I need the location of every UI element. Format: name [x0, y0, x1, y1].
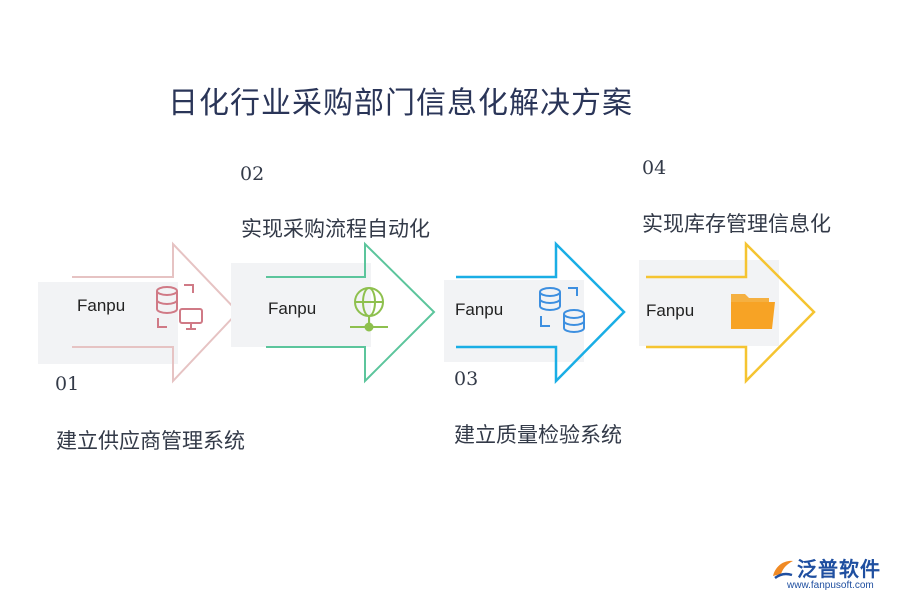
- step-2-number: 02: [240, 163, 265, 185]
- step-2-brand: Fanpu: [268, 299, 317, 318]
- step-1-box: [38, 282, 178, 364]
- page-title: 日化行业采购部门信息化解决方案: [168, 86, 633, 121]
- step-1-label: 建立供应商管理系统: [56, 429, 245, 453]
- step-4-number: 04: [642, 157, 667, 179]
- step-2-arrow: [231, 241, 436, 384]
- step-4-brand: Fanpu: [646, 301, 695, 320]
- step-1-brand: Fanpu: [77, 296, 126, 315]
- step-1-number: 01: [55, 373, 80, 395]
- step-3-brand: Fanpu: [455, 300, 504, 319]
- step-1-arrow: [38, 241, 240, 384]
- database-sync-icon: [539, 287, 585, 333]
- database-monitor-icon: [156, 284, 203, 330]
- folder-icon: [731, 294, 775, 329]
- fanpu-logo-icon: [773, 560, 793, 580]
- step-2-outline: [266, 241, 436, 384]
- step-4-label: 实现库存管理信息化: [642, 212, 831, 236]
- step-2-label: 实现采购流程自动化: [241, 217, 430, 241]
- logo-name: 泛普软件: [797, 557, 881, 581]
- step-3-outline: [456, 240, 626, 385]
- globe-network-icon: [350, 287, 388, 332]
- step-4-outline: [646, 240, 816, 385]
- step-3-number: 03: [454, 368, 479, 390]
- logo-url: www.fanpusoft.com: [787, 580, 874, 591]
- step-3-label: 建立质量检验系统: [454, 423, 622, 447]
